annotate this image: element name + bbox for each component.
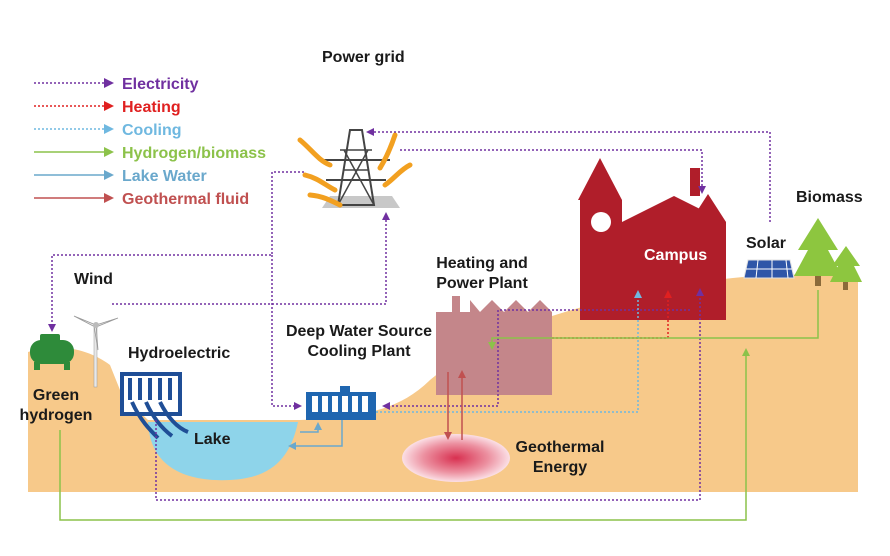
legend-arrow-icon (34, 78, 114, 88)
lake-water-flow-out (288, 420, 343, 450)
power-grid-tower-icon (297, 129, 413, 208)
legend-label: Lake Water (122, 168, 207, 185)
legend-arrow-icon (34, 170, 114, 180)
label-lake: Lake (194, 431, 231, 448)
label-geothermal-energy: Geothermal Energy (515, 439, 605, 476)
legend-label: Heating (122, 99, 181, 116)
legend-arrow-icon (34, 193, 114, 203)
legend-label: Electricity (122, 76, 199, 93)
electricity-flow-plant-to-cooling (382, 309, 690, 410)
legend-label: Cooling (122, 122, 182, 139)
electricity-flow-hydro-to-campus (155, 288, 704, 501)
label-green-hydrogen: Green hydrogen (19, 387, 93, 424)
label-biomass: Biomass (796, 189, 863, 206)
label-power-grid: Power grid (322, 49, 405, 66)
hydrogen-flow-loop (59, 348, 750, 521)
wind-turbine-icon (73, 315, 119, 388)
electricity-flow-grid-to-hydrogen (48, 171, 304, 332)
cooling-plant-icon (306, 386, 376, 420)
electricity-flow-grid-to-campus (400, 149, 706, 194)
label-heating-power-plant: Heating and Power Plant (436, 255, 528, 292)
biomass-flow-to-plant (488, 290, 819, 350)
legend-label: Geothermal fluid (122, 191, 250, 208)
solar-panel-icon (743, 259, 795, 279)
lake-water-flow-in (300, 422, 322, 433)
legend-arrow-icon (34, 101, 114, 111)
campus-building-icon (578, 158, 726, 320)
biomass-trees-icon (794, 218, 862, 290)
label-campus: Campus (644, 247, 708, 264)
electricity-flow-cooling-to-lake (271, 255, 302, 410)
label-deep-water-cooling-plant: Deep Water Source Cooling Plant (285, 323, 433, 360)
cooling-flow-to-campus (376, 290, 642, 413)
electricity-flow-wind-to-grid (112, 212, 390, 305)
label-hydroelectric: Hydroelectric (128, 345, 231, 362)
hydroelectric-dam-icon (120, 372, 189, 440)
label-wind: Wind (74, 271, 113, 288)
geothermal-reservoir (402, 434, 510, 482)
label-solar: Solar (746, 235, 787, 252)
lake-water-body (148, 422, 298, 481)
hydrogen-tank-icon (30, 334, 74, 370)
legend-arrow-icon (34, 124, 114, 134)
legend-arrow-icon (34, 147, 114, 157)
legend-label: Hydrogen/biomass (122, 145, 267, 162)
heating-power-plant-icon (436, 296, 552, 395)
electricity-flow-solar-to-grid (366, 128, 771, 222)
